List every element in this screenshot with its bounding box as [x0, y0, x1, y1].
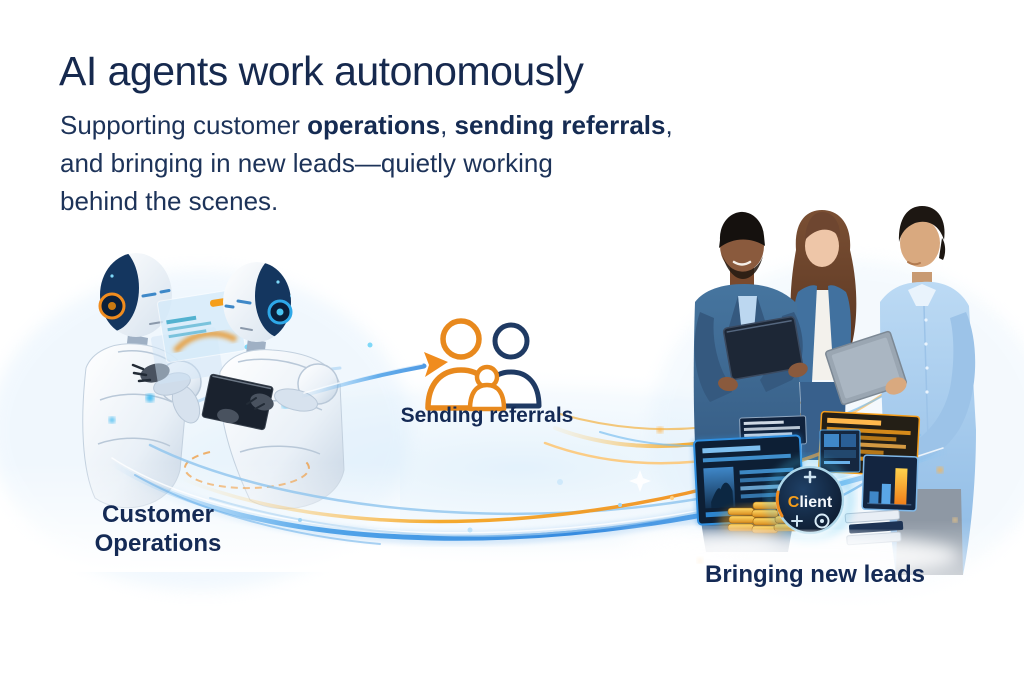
person-outline-small	[467, 364, 507, 412]
client-badge-label: Client	[788, 494, 833, 511]
client-badge: Client	[766, 456, 854, 544]
page-title: AI agents work autonomously	[59, 48, 584, 94]
page-subtitle: Supporting customer operations, sending …	[60, 110, 673, 216]
plus-icon-small	[791, 515, 803, 527]
subtitle-text: Supporting customer	[60, 110, 308, 140]
target-dial-icon	[814, 513, 830, 529]
plus-icon	[803, 470, 817, 484]
label-customer-operations-line2: Operations	[94, 530, 222, 557]
label-customer-operations-line1: Customer	[101, 501, 215, 528]
subtitle-line2: and bringing in new leads—quietly workin…	[60, 148, 553, 178]
referral-flow-arrow	[297, 352, 448, 399]
robot-right-face	[224, 299, 253, 331]
tablet-dark	[722, 316, 804, 380]
subtitle-bold-operations: operations	[307, 110, 441, 140]
label-bringing-new-leads: Bringing new leads	[704, 561, 926, 588]
label-customer-operations: Customer Operations	[56, 500, 260, 558]
subtitle-line3: behind the scenes.	[60, 186, 279, 216]
hologram-screen	[150, 288, 246, 385]
label-sending-referrals: Sending referrals	[400, 404, 574, 427]
subtitle-bold-referrals: sending referrals	[454, 110, 666, 140]
card-bar-chart	[861, 454, 919, 512]
leads-dashboard-cluster: Client	[620, 410, 960, 578]
arrow-right-icon	[424, 352, 448, 377]
referral-people-icon	[425, 318, 542, 412]
